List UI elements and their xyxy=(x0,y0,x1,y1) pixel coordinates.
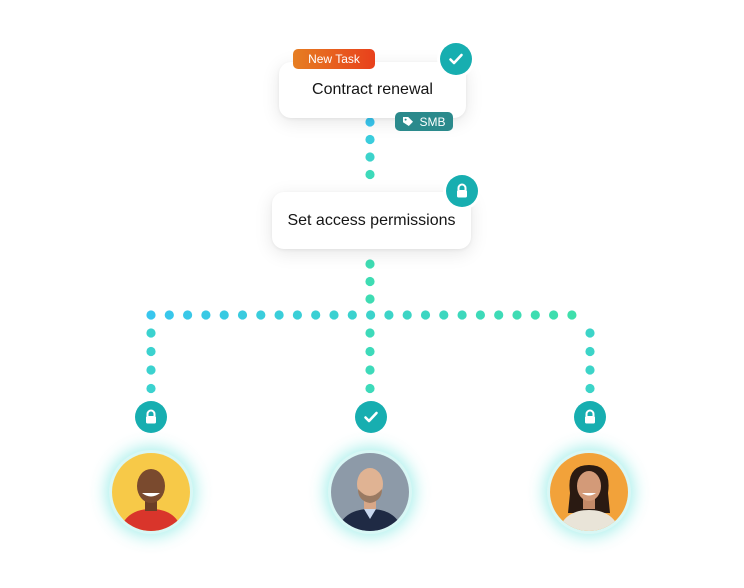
connector-dot xyxy=(365,169,375,180)
connector-dot xyxy=(329,310,339,320)
assignee-avatar-1[interactable] xyxy=(112,453,190,531)
connector-dot xyxy=(365,294,375,304)
new-task-badge: New Task xyxy=(293,49,375,69)
connector-dot xyxy=(457,310,467,320)
connector-dot xyxy=(237,310,248,320)
connector-dot xyxy=(256,310,266,320)
connector-dot xyxy=(365,328,375,338)
connector-dot xyxy=(164,310,174,320)
connector-dot xyxy=(365,117,375,127)
new-task-label: New Task xyxy=(308,52,360,66)
connector-dot xyxy=(201,310,211,320)
segment-label: SMB xyxy=(419,114,446,129)
assignee-2-check-icon xyxy=(355,401,387,433)
connector-dot xyxy=(365,134,375,145)
connector-dot xyxy=(183,310,193,320)
connector-dot xyxy=(365,152,375,162)
connector-dot xyxy=(146,383,156,394)
connector-dot xyxy=(347,310,357,320)
segment-badge: SMB xyxy=(395,112,453,131)
connector-dot xyxy=(366,310,376,320)
connector-dot xyxy=(384,310,394,320)
permissions-lock-icon xyxy=(446,175,478,207)
connector-dot xyxy=(549,310,559,320)
connector-dot xyxy=(585,346,595,357)
connector-dot xyxy=(402,310,412,320)
connector-dot xyxy=(365,346,375,357)
tag-icon xyxy=(403,116,414,126)
connector-dot xyxy=(567,310,577,320)
task-check-icon xyxy=(440,43,472,75)
connector-dot xyxy=(585,328,595,338)
permissions-card[interactable]: Set access permissions xyxy=(272,192,471,249)
assignee-3-lock-icon xyxy=(574,401,606,433)
connector-dot xyxy=(365,259,375,269)
connector-dot xyxy=(365,276,375,287)
assignee-avatar-2[interactable] xyxy=(331,453,409,531)
connector-dot xyxy=(494,310,504,320)
connector-dot xyxy=(146,310,156,320)
connector-dot xyxy=(146,346,156,357)
connector-dot xyxy=(311,310,321,320)
connector-dot xyxy=(146,365,156,375)
connector-dot xyxy=(420,310,431,320)
connector-dot xyxy=(585,365,595,375)
connector-dot xyxy=(274,310,284,320)
permissions-label: Set access permissions xyxy=(287,211,456,229)
connector-dot xyxy=(530,310,540,320)
connector-dot xyxy=(365,365,375,375)
connector-dot xyxy=(475,310,485,320)
connector-dot xyxy=(292,310,302,320)
connector-dot xyxy=(365,383,375,394)
connector-dot xyxy=(146,328,156,338)
connector-dot xyxy=(585,383,595,394)
assignee-avatar-3[interactable] xyxy=(550,453,628,531)
connector-dot xyxy=(512,310,522,320)
task-label: Contract renewal xyxy=(312,81,433,98)
connector-dot xyxy=(219,310,229,320)
connector-dot xyxy=(439,310,449,320)
task-card[interactable]: Contract renewal xyxy=(279,62,466,118)
assignee-1-lock-icon xyxy=(135,401,167,433)
